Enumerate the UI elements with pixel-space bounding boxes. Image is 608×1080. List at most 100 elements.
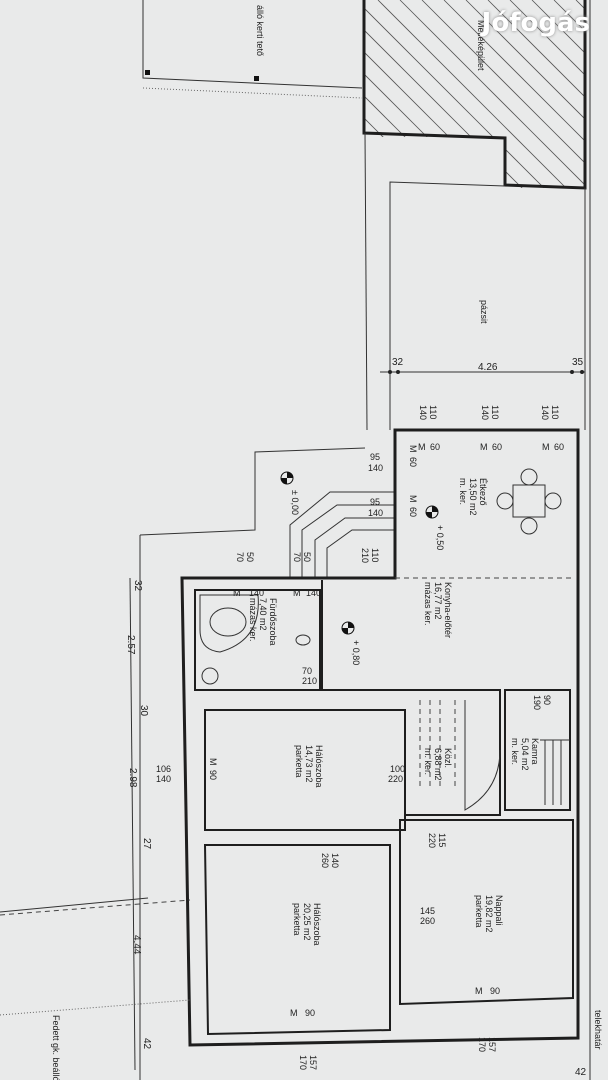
svg-text:60: 60	[492, 442, 502, 452]
svg-text:260: 260	[320, 853, 330, 868]
svg-text:30: 30	[138, 705, 149, 717]
garden-roof-area: álló kerti tető	[142, 0, 363, 99]
hatch-line	[509, 0, 585, 188]
svg-text:140: 140	[368, 463, 383, 473]
svg-text:157: 157	[308, 1055, 318, 1070]
svg-text:M: M	[480, 442, 488, 452]
hatch-line	[531, 0, 585, 188]
hatch-line	[364, 0, 557, 188]
room-haloszoba-2: Hálószoba 20,25 m2 parketta	[292, 903, 322, 946]
svg-text:parketta: parketta	[292, 903, 302, 936]
svg-text:parketta: parketta	[474, 895, 484, 928]
hatch-line	[136, 0, 336, 200]
svg-text:mázas ker.: mázas ker.	[423, 582, 433, 626]
svg-text:32: 32	[132, 580, 143, 592]
svg-text:70: 70	[292, 552, 302, 562]
dining-table	[496, 468, 562, 535]
svg-text:70: 70	[302, 666, 312, 676]
svg-text:M: M	[542, 442, 550, 452]
svg-text:50: 50	[245, 552, 255, 562]
svg-text:100: 100	[390, 764, 405, 774]
svg-text:50: 50	[302, 552, 312, 562]
svg-text:115: 115	[437, 833, 447, 847]
svg-text:42: 42	[141, 1038, 152, 1050]
svg-text:Közl.: Közl.	[443, 748, 453, 768]
svg-text:Hálószoba: Hálószoba	[314, 745, 324, 788]
svg-text:140: 140	[480, 405, 490, 420]
svg-text:145: 145	[420, 906, 435, 916]
svg-text:2.57: 2.57	[125, 635, 136, 655]
svg-text:190: 190	[532, 695, 542, 710]
svg-text:Étkező: Étkező	[478, 478, 488, 506]
svg-text:m. ker.: m. ker.	[458, 478, 468, 505]
svg-text:27: 27	[141, 838, 152, 850]
hatch-line	[364, 0, 469, 188]
room-furdo: Fürdőszoba 7,40 m2 mázas ker.	[248, 598, 278, 646]
svg-text:m. ker.: m. ker.	[510, 738, 520, 765]
svg-text:M: M	[233, 588, 241, 598]
hatch-line	[399, 0, 585, 188]
level-marker-2: + 0,80	[341, 621, 361, 665]
svg-text:16,77 m2: 16,77 m2	[433, 582, 443, 620]
svg-text:157: 157	[487, 1037, 497, 1052]
svg-text:140: 140	[368, 508, 383, 518]
svg-text:60: 60	[430, 442, 440, 452]
svg-text:110: 110	[370, 548, 380, 562]
svg-text:90: 90	[305, 1008, 315, 1018]
hatch-line	[377, 0, 579, 188]
svg-text:60: 60	[408, 457, 418, 467]
svg-text:Hálószoba: Hálószoba	[312, 903, 322, 946]
svg-text:60: 60	[554, 442, 564, 452]
boundary-label: telekhatár	[593, 1010, 603, 1050]
svg-text:170: 170	[298, 1055, 308, 1070]
room-kozl: Közl. 6,88 m2 m. ker.	[423, 748, 453, 781]
lawn-label: pázsit	[479, 300, 489, 324]
garden-roof-label: álló kerti tető	[255, 5, 265, 56]
svg-text:20,25 m2: 20,25 m2	[302, 903, 312, 941]
svg-text:5,04 m2: 5,04 m2	[520, 738, 530, 771]
svg-text:140: 140	[540, 405, 550, 420]
hatch-line	[364, 0, 447, 188]
hatch-line	[364, 0, 403, 188]
svg-text:210: 210	[360, 548, 370, 563]
level-marker-1: + 0,50	[425, 505, 445, 550]
watermark-logo: Jófogás	[481, 8, 590, 38]
svg-text:140: 140	[249, 588, 264, 598]
room-haloszoba-1: Hálószoba 14,73 m2 parketta	[294, 745, 324, 788]
terrace-outline	[139, 447, 366, 536]
svg-text:7,40 m2: 7,40 m2	[258, 598, 268, 631]
hatch-line	[487, 0, 585, 188]
svg-text:Nappali: Nappali	[494, 895, 504, 926]
svg-text:M: M	[208, 758, 218, 766]
svg-text:M: M	[418, 442, 426, 452]
hatch-line	[114, 0, 314, 200]
svg-text:260: 260	[420, 916, 435, 926]
dim-top-width: 4.26	[478, 362, 498, 373]
room-kamra: Kamra 5,04 m2 m. ker.	[510, 738, 540, 771]
building-walls	[180, 428, 580, 1047]
svg-text:95: 95	[370, 452, 380, 462]
svg-text:110: 110	[428, 405, 438, 419]
lawn-area: pázsit 32 4.26 35	[364, 132, 586, 431]
svg-text:140: 140	[330, 853, 340, 868]
svg-text:m. ker.: m. ker.	[423, 748, 433, 775]
dim-top-left: 32	[392, 357, 404, 368]
room-konyha: Konyha-előtér 16,77 m2 mázas ker.	[423, 582, 453, 638]
hatch-line	[364, 0, 425, 188]
bathtub	[199, 594, 311, 685]
svg-text:220: 220	[388, 774, 403, 784]
svg-text:106: 106	[156, 764, 171, 774]
svg-text:60: 60	[408, 507, 418, 517]
svg-text:90: 90	[208, 770, 218, 780]
svg-text:110: 110	[550, 405, 560, 419]
svg-text:14,73 m2: 14,73 m2	[304, 745, 314, 783]
svg-text:13,50 m2: 13,50 m2	[468, 478, 478, 516]
hatch-line	[421, 0, 585, 188]
svg-text:+ 0,80: + 0,80	[351, 640, 361, 665]
room-nappali: Nappali 19,82 m2 parketta	[474, 895, 504, 933]
svg-text:140: 140	[156, 774, 171, 784]
svg-text:4.44: 4.44	[131, 935, 142, 955]
svg-text:220: 220	[427, 833, 437, 848]
entry-steps	[289, 491, 395, 578]
svg-text:Konyha-előtér: Konyha-előtér	[443, 582, 453, 638]
